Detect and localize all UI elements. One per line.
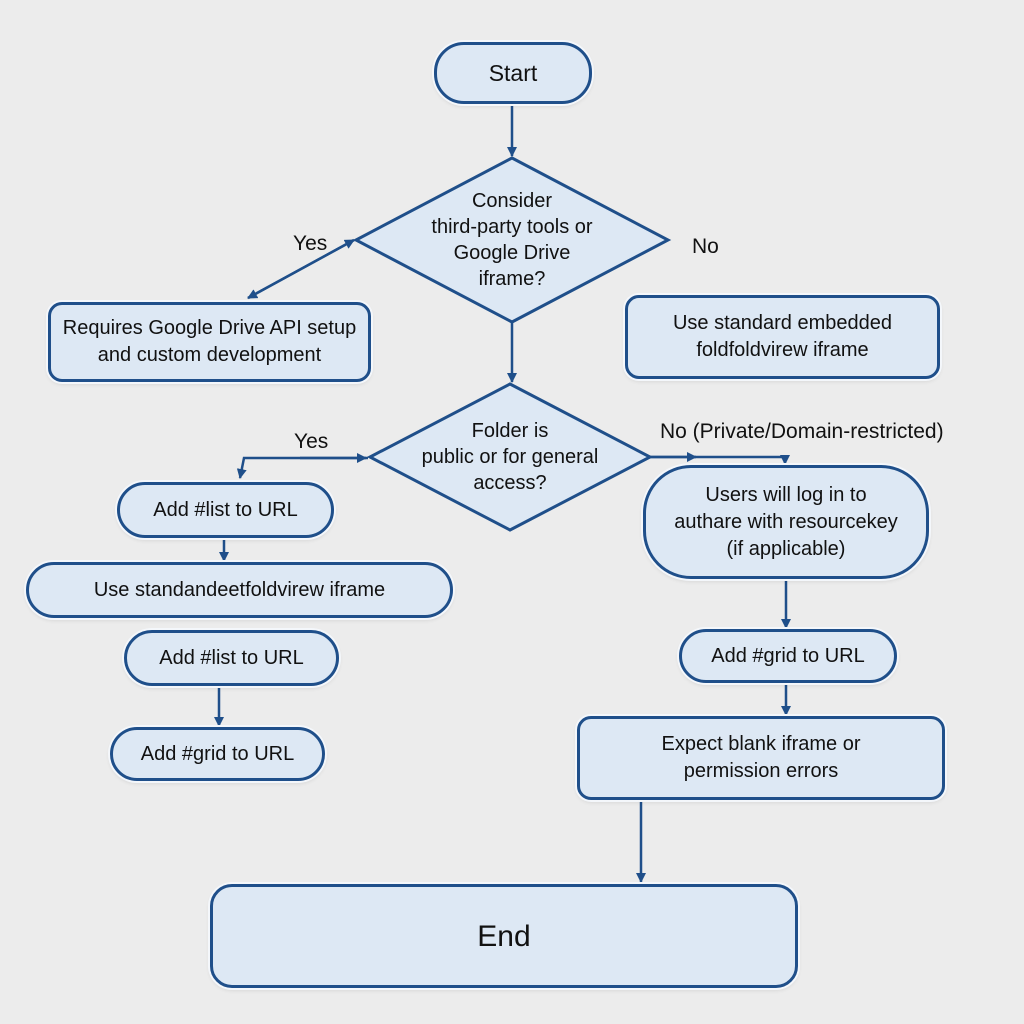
users-login-node: Users will log in to authare with resour…	[643, 465, 929, 579]
arrow-yes-to-add-list	[236, 456, 368, 479]
api-setup-node: Requires Google Drive API setup and cust…	[48, 302, 371, 382]
edge-label-no-2: No (Private/Domain-restricted)	[660, 420, 944, 443]
edge-label-no-1: No	[692, 235, 719, 258]
use-standard-left-node: Use standandeetfoldvirew iframe	[26, 562, 453, 618]
decision-tools-text: Consider third-party tools or Google Dri…	[431, 190, 593, 290]
end-node: End	[210, 884, 798, 988]
add-list-node-1: Add #list to URL	[117, 482, 334, 538]
arrow-yes-to-api-setup-back	[247, 238, 355, 300]
add-grid-left-node: Add #grid to URL	[110, 727, 325, 781]
decision-public-text: Folder is public or for general access?	[421, 420, 599, 494]
use-standard-embedded-node: Use standard embedded foldfoldvirew ifra…	[625, 295, 940, 379]
edge-label-yes-2: Yes	[294, 430, 329, 453]
add-list-node-2: Add #list to URL	[124, 630, 339, 686]
expect-blank-node: Expect blank iframe or permission errors	[577, 716, 945, 800]
start-node: Start	[434, 42, 592, 104]
add-grid-right-node: Add #grid to URL	[679, 629, 897, 683]
decision-public-diamond	[366, 382, 654, 532]
edge-label-yes-1: Yes	[293, 232, 328, 255]
